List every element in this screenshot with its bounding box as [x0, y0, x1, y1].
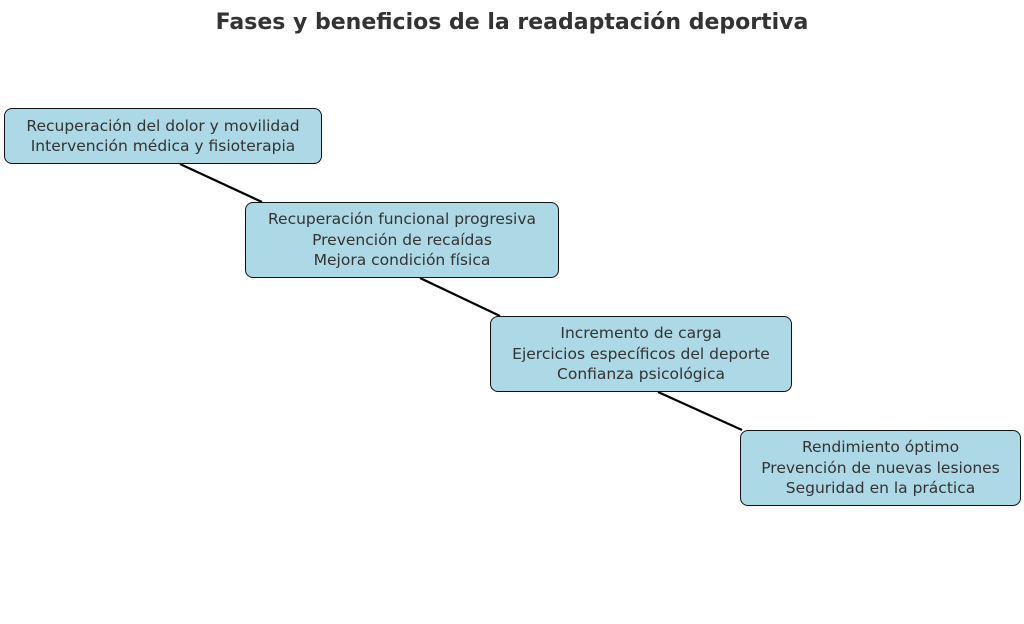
edge-phase-2-to-3: [419, 277, 501, 317]
phase-node-4: Rendimiento óptimo Prevención de nuevas …: [740, 430, 1021, 506]
edge-phase-3-to-4: [657, 390, 743, 432]
phase-node-line: Confianza psicológica: [557, 365, 725, 384]
phase-node-1: Recuperación del dolor y movilidad Inter…: [4, 108, 322, 164]
phase-node-line: Seguridad en la práctica: [785, 479, 976, 498]
phase-node-line: Recuperación funcional progresiva: [267, 210, 537, 229]
phase-node-line: Rendimiento óptimo: [801, 438, 960, 457]
phase-node-line: Prevención de recaídas: [312, 230, 492, 249]
phase-node-line: Prevención de nuevas lesiones: [761, 458, 1000, 477]
phase-node-line: Incremento de carga: [560, 324, 722, 343]
edge-phase-1-to-2: [179, 163, 263, 203]
phase-node-line: Recuperación del dolor y movilidad: [26, 116, 300, 135]
phase-node-line: Ejercicios específicos del deporte: [512, 344, 770, 363]
phase-node-line: Intervención médica y fisioterapia: [30, 137, 296, 155]
phase-node-3: Incremento de carga Ejercicios específic…: [490, 316, 792, 392]
phase-node-2: Recuperación funcional progresiva Preven…: [245, 202, 559, 278]
diagram-title: Fases y beneficios de la readaptación de…: [215, 10, 809, 35]
phase-node-line: Mejora condición física: [313, 251, 491, 270]
